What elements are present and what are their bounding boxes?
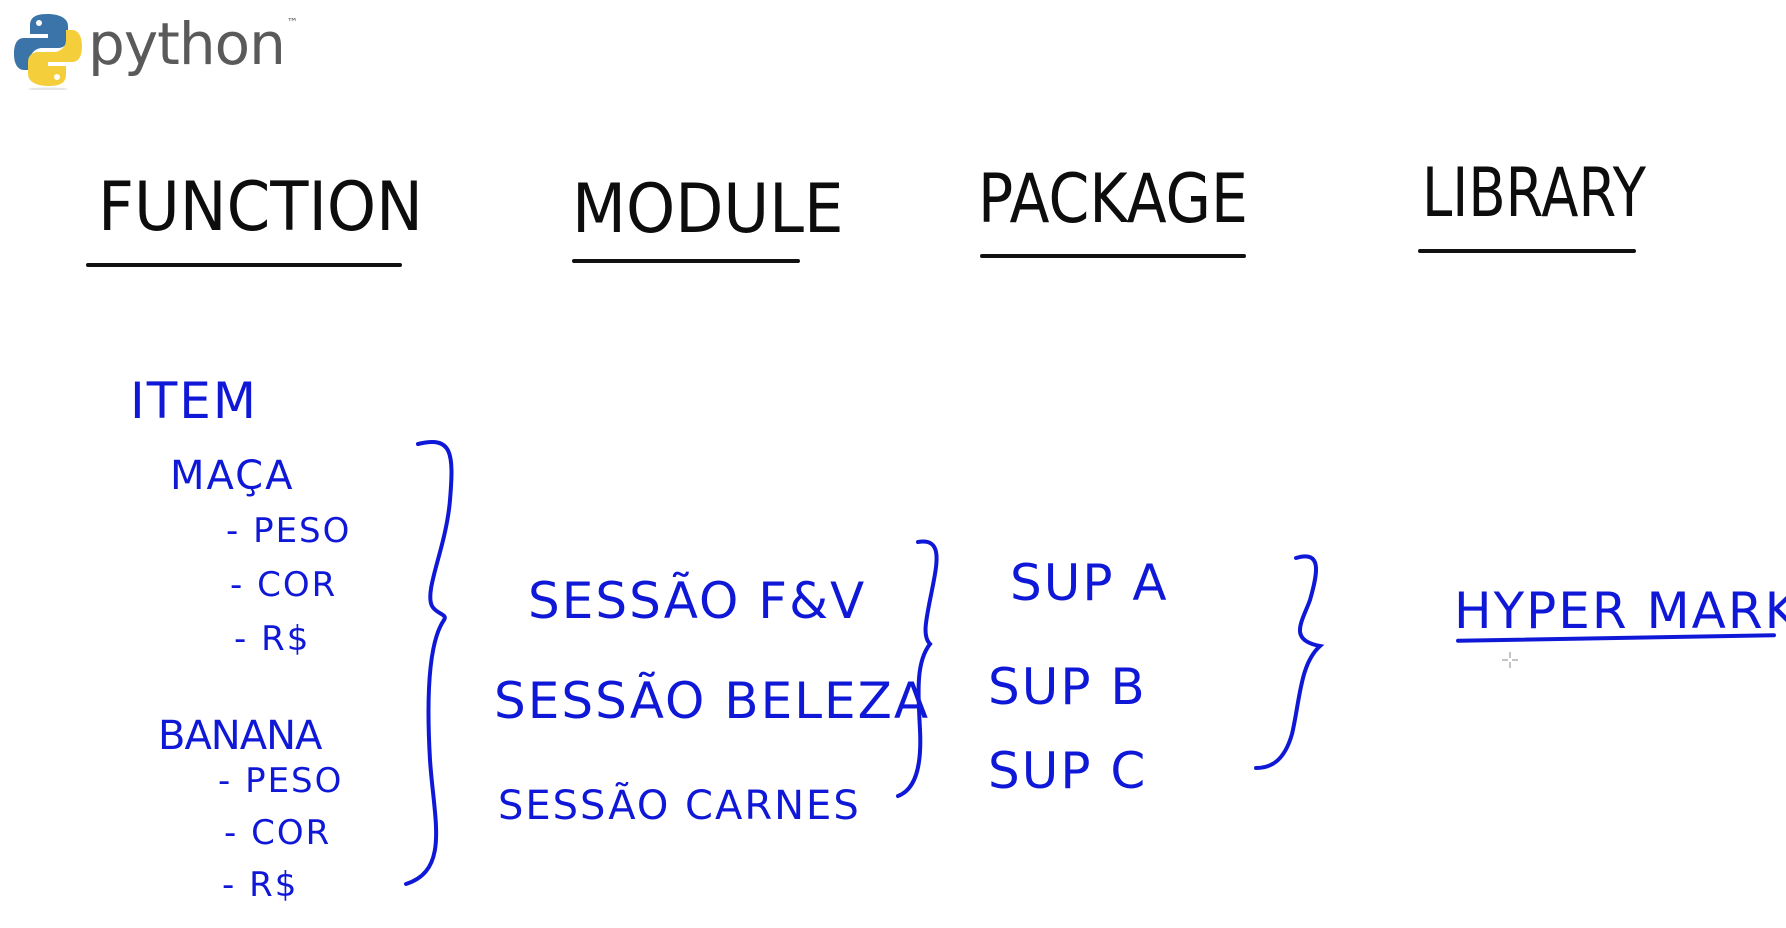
heading-package: PACKAGE	[978, 160, 1248, 239]
banana-attr-preco: - R$	[222, 865, 299, 905]
supermarket-b: SUP B	[988, 658, 1147, 716]
item-title: ITEM	[130, 372, 259, 430]
supermarket-a: SUP A	[1010, 554, 1169, 612]
python-logo: python ™	[12, 10, 298, 90]
banana-attr-peso: - PESO	[218, 761, 344, 801]
maca-attr-cor: - COR	[230, 565, 338, 605]
supermarket-c: SUP C	[988, 742, 1148, 800]
maca-attr-preco: - R$	[234, 619, 311, 659]
brace-items-to-sections	[404, 440, 454, 886]
python-wordmark: python	[88, 10, 286, 78]
heading-library: LIBRARY	[1422, 154, 1647, 233]
library-example: HYPER MARKET	[1454, 582, 1786, 640]
item-name-banana: BANANA	[158, 713, 322, 759]
heading-module: MODULE	[572, 170, 844, 249]
brace-supermarkets-to-library	[1254, 554, 1325, 770]
section-beleza: SESSÃO BELEZA	[494, 672, 931, 730]
heading-package-underline	[980, 254, 1246, 258]
crosshair-cursor-icon	[1502, 652, 1518, 668]
python-logo-icon	[14, 14, 82, 90]
brace-sections-to-supermarkets	[896, 539, 939, 798]
trademark-symbol: ™	[286, 15, 298, 29]
heading-library-underline	[1418, 249, 1636, 253]
heading-function: FUNCTION	[98, 168, 423, 247]
section-carnes: SESSÃO CARNES	[498, 783, 861, 829]
item-name-maca: MAÇA	[170, 453, 295, 499]
heading-function-underline	[86, 263, 402, 267]
heading-module-underline	[572, 259, 800, 263]
maca-attr-peso: - PESO	[226, 511, 352, 551]
banana-attr-cor: - COR	[224, 813, 332, 853]
section-fv: SESSÃO F&V	[528, 572, 867, 630]
